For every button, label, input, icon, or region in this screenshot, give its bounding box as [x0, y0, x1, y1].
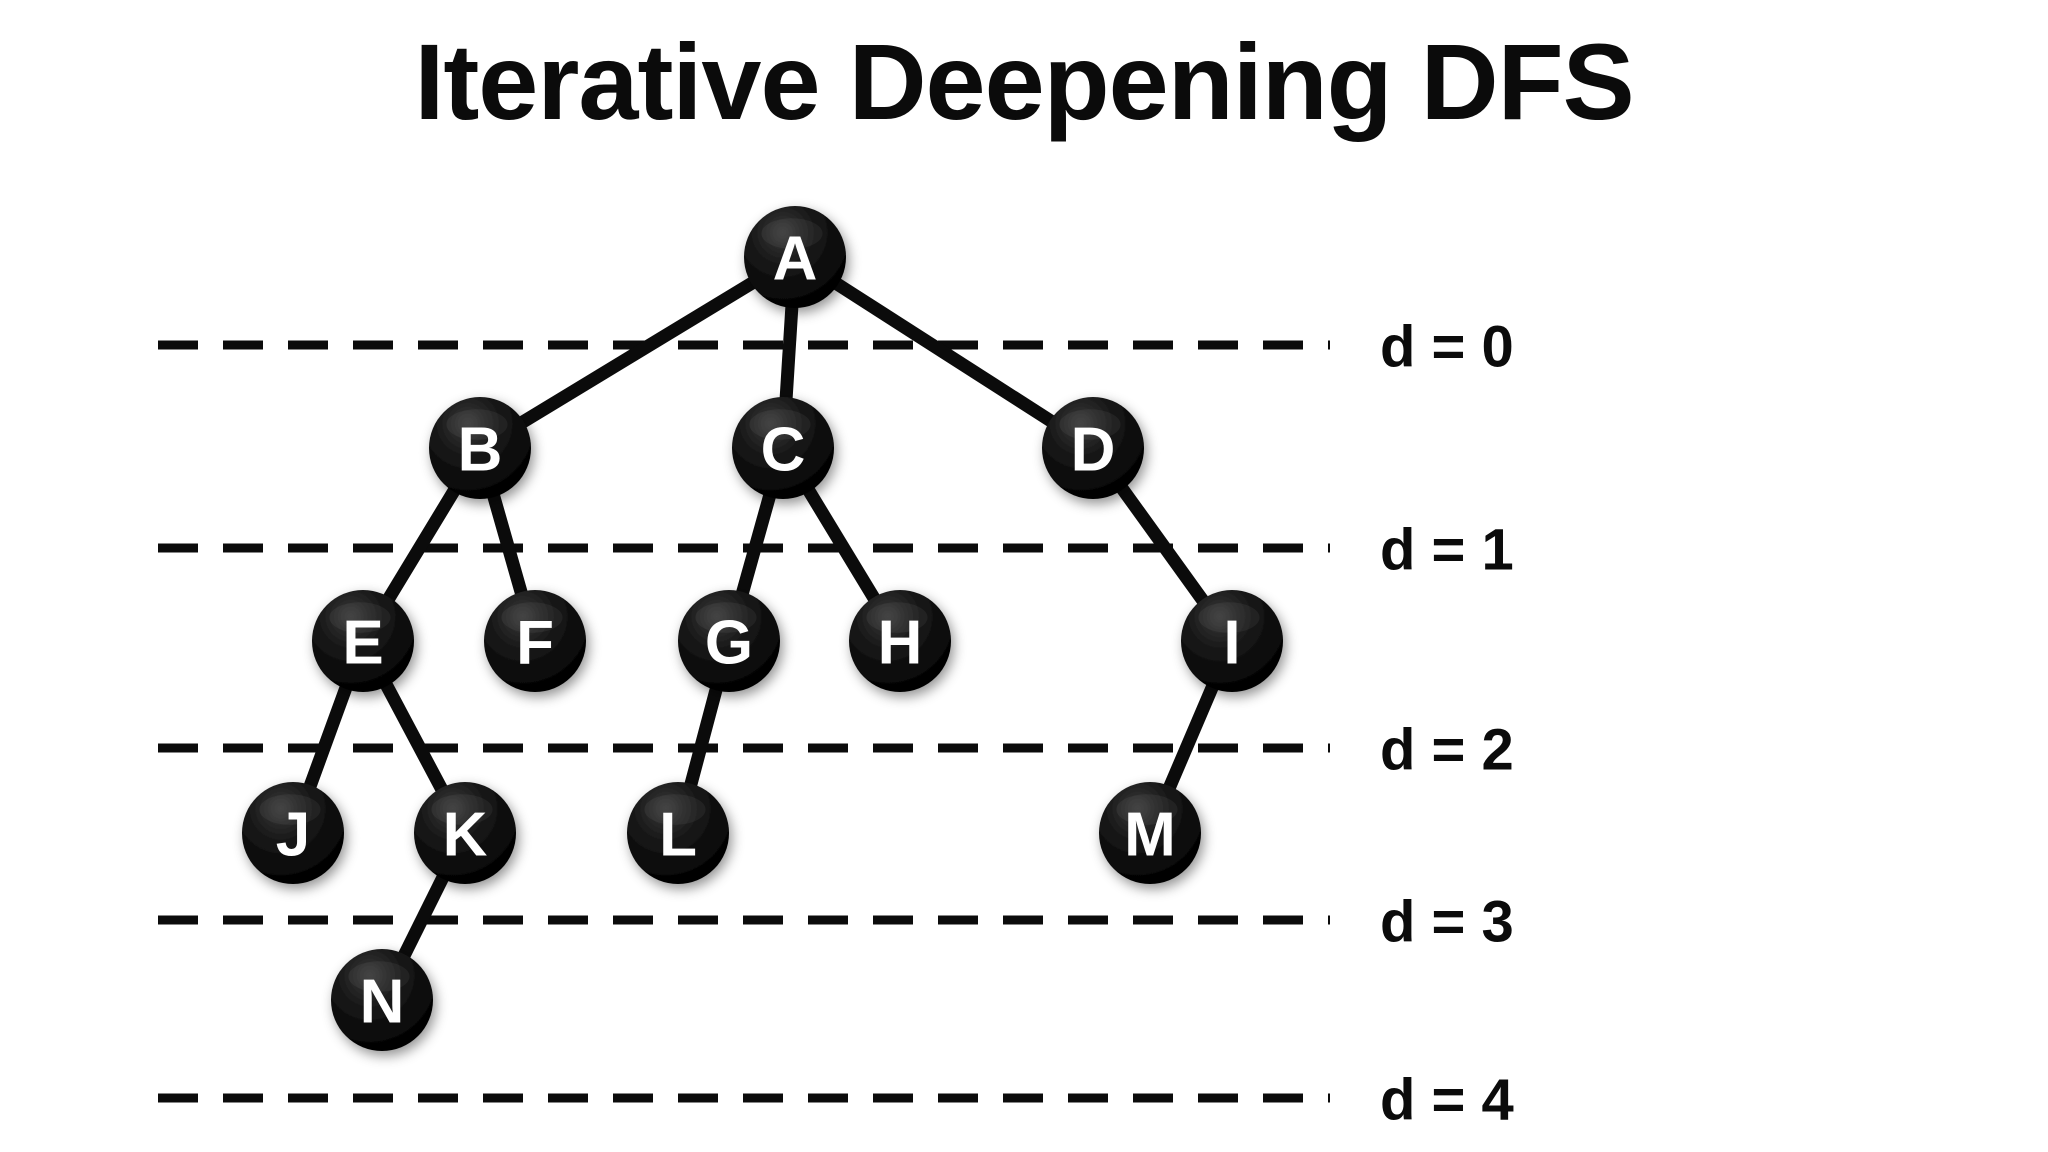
- tree-node-circle-H: [849, 590, 951, 692]
- tree-edge-A-D: [827, 274, 1061, 431]
- depth-label-1: d = 1: [1380, 518, 1514, 583]
- tree-edge-B-F: [485, 487, 530, 602]
- tree-edge-B-E: [379, 481, 464, 608]
- tree-edge-K-N: [395, 868, 452, 965]
- tree-edge-E-J: [301, 679, 355, 795]
- tree-node-circle-E: [312, 590, 414, 692]
- tree-node-circle-B: [429, 397, 531, 499]
- tree-edge-D-I: [1112, 479, 1213, 610]
- tree-node-circle-G: [678, 590, 780, 692]
- tree-edge-G-L: [682, 680, 725, 794]
- depth-labels-group: d = 0 d = 1 d = 2 d = 3 d = 4: [1380, 315, 1514, 1133]
- tree-node-E[interactable]: E: [312, 590, 414, 692]
- tree-node-circle-N: [331, 949, 433, 1051]
- tree-node-gloss-K: [431, 794, 493, 825]
- tree-edge-E-K: [377, 675, 451, 799]
- tree-node-J[interactable]: J: [242, 782, 344, 884]
- tree-node-circle-C: [732, 397, 834, 499]
- tree-node-H[interactable]: H: [849, 590, 951, 692]
- tree-node-F[interactable]: F: [484, 590, 586, 692]
- tree-node-gloss-J: [259, 794, 321, 825]
- tree-node-circle-J: [242, 782, 344, 884]
- tree-node-gloss-I: [1198, 602, 1260, 633]
- tree-node-circle-I: [1181, 590, 1283, 692]
- tree-node-gloss-H: [866, 602, 928, 633]
- tree-node-gloss-M: [1116, 794, 1178, 825]
- tree-node-B[interactable]: B: [429, 397, 531, 499]
- tree-edge-I-M: [1160, 677, 1222, 797]
- tree-edges-group: [301, 273, 1222, 965]
- tree-node-G[interactable]: G: [678, 590, 780, 692]
- tree-node-circle-F: [484, 590, 586, 692]
- tree-node-gloss-G: [695, 602, 757, 633]
- tree-node-circle-K: [414, 782, 516, 884]
- tree-node-K[interactable]: K: [414, 782, 516, 884]
- tree-node-L[interactable]: L: [627, 782, 729, 884]
- depth-label-4: d = 4: [1380, 1068, 1514, 1133]
- depth-label-3: d = 3: [1380, 890, 1514, 955]
- tree-node-gloss-D: [1059, 409, 1121, 440]
- tree-node-I[interactable]: I: [1181, 590, 1283, 692]
- tree-edge-C-H: [799, 481, 884, 608]
- tree-edge-C-G: [734, 487, 778, 602]
- tree-node-C[interactable]: C: [732, 397, 834, 499]
- tree-node-gloss-N: [348, 961, 410, 992]
- depth-label-0: d = 0: [1380, 315, 1514, 380]
- tree-node-gloss-C: [749, 409, 811, 440]
- tree-node-circle-L: [627, 782, 729, 884]
- tree-node-gloss-A: [761, 218, 823, 249]
- tree-edge-A-B: [513, 273, 762, 432]
- depth-label-2: d = 2: [1380, 718, 1514, 783]
- tree-node-gloss-L: [644, 794, 706, 825]
- tree-node-M[interactable]: M: [1099, 782, 1201, 884]
- tree-node-gloss-B: [446, 409, 508, 440]
- tree-node-gloss-F: [501, 602, 563, 633]
- tree-node-circle-M: [1099, 782, 1201, 884]
- tree-node-A[interactable]: A: [744, 206, 846, 308]
- tree-node-circle-D: [1042, 397, 1144, 499]
- tree-node-D[interactable]: D: [1042, 397, 1144, 499]
- page-title: Iterative Deepening DFS: [414, 21, 1634, 142]
- depth-lines-group: [158, 340, 1330, 1103]
- tree-node-gloss-E: [329, 602, 391, 633]
- tree-node-circle-A: [744, 206, 846, 308]
- tree-node-N[interactable]: N: [331, 949, 433, 1051]
- tree-edge-A-C: [779, 299, 799, 406]
